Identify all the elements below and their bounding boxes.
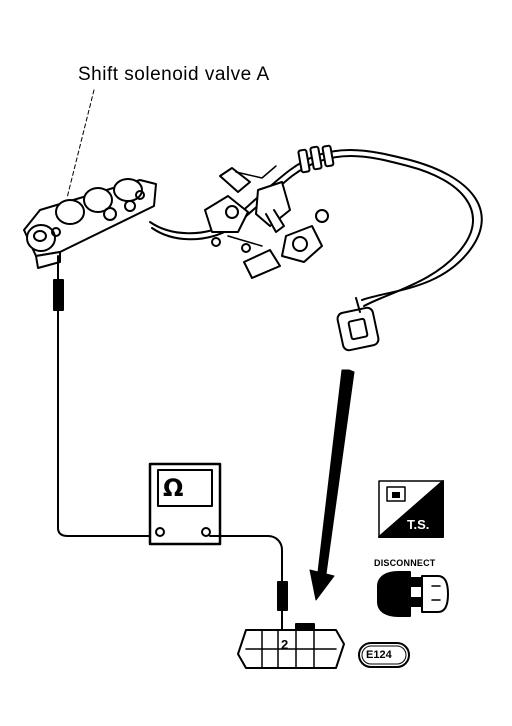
harness-to-connector [149,149,483,301]
connector-code-box [358,642,410,668]
disconnect-icon [377,571,449,617]
ts-icon-label: T.S. [407,517,430,532]
ohmmeter [148,462,222,546]
connector-code-label: E124 [366,649,392,661]
callout-leader-line [66,89,95,199]
connector-pin-number: 2 [281,637,289,652]
callout-shift-solenoid-valve-a: Shift solenoid valve A [78,64,270,85]
solenoid-valve-assembly [23,178,157,269]
probe-lead-connector [209,535,283,583]
disconnect-arrow [309,369,355,601]
ts-icon [378,480,444,538]
ohm-symbol: Ω [163,474,184,502]
probe-connector [277,581,288,611]
harness-clamps [204,144,335,279]
probe-valve [53,279,64,311]
connector-face-e124 [237,623,345,669]
harness-connector [336,297,380,352]
disconnect-icon-label: DISCONNECT [374,558,436,568]
